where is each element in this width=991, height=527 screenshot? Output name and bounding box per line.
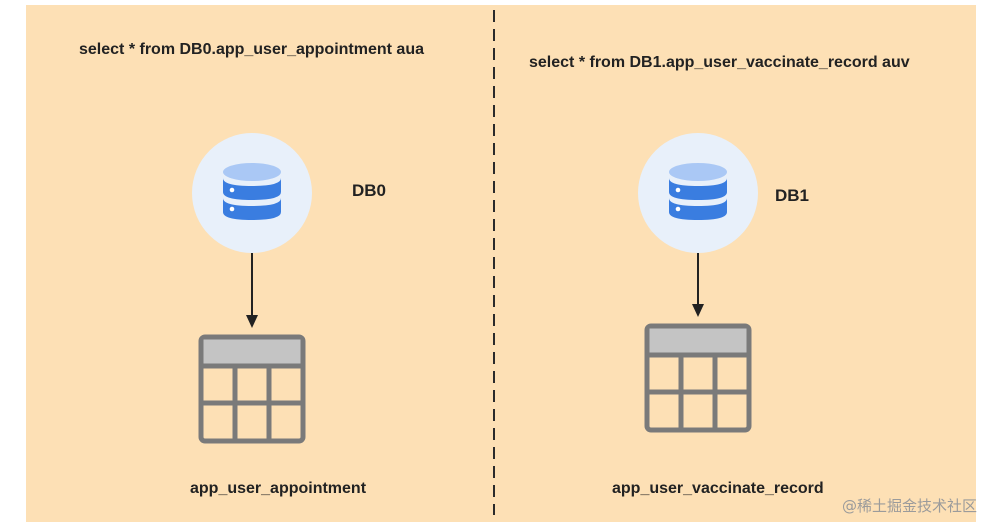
left-table-label: app_user_appointment xyxy=(190,480,367,497)
right-db-label: DB1 xyxy=(775,186,810,205)
background-panel xyxy=(26,5,976,522)
table-icon xyxy=(198,334,306,444)
watermark-text: @稀土掘金技术社区 xyxy=(841,497,977,515)
right-query-text: select * from DB1.app_user_vaccinate_rec… xyxy=(529,54,910,71)
database-icon xyxy=(223,163,281,220)
left-query-text: select * from DB0.app_user_appointment a… xyxy=(79,41,424,58)
table-icon xyxy=(644,323,752,433)
database-icon xyxy=(669,163,727,220)
left-db-icon-group xyxy=(192,133,312,253)
left-arrow xyxy=(246,253,258,328)
right-table-label: app_user_vaccinate_record xyxy=(612,480,824,497)
left-db-label: DB0 xyxy=(352,181,387,200)
right-db-icon-group xyxy=(638,133,758,253)
right-arrow xyxy=(692,253,704,317)
